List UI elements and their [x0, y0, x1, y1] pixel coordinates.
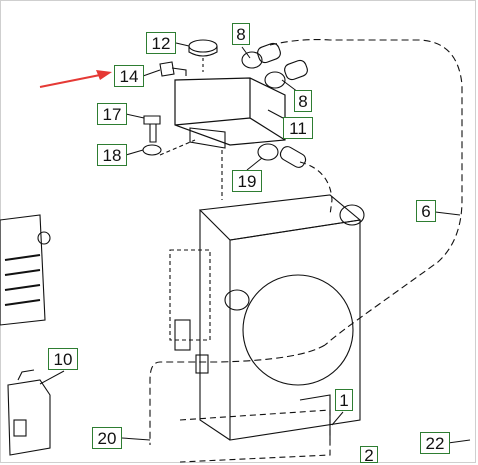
callout-18: 18 — [97, 144, 127, 166]
radiator-inlet — [339, 204, 365, 226]
callout-1: 1 — [335, 389, 353, 411]
radiator-top — [198, 194, 362, 241]
callout-14: 14 — [114, 65, 144, 87]
dashed-hose-return — [299, 161, 333, 216]
hose-piece-3 — [279, 146, 307, 168]
callout-2: 2 — [360, 446, 378, 463]
radiator-body — [229, 219, 361, 441]
dashed-hose-lower — [149, 344, 326, 445]
highlight-arrow — [39, 70, 112, 88]
side-radiator-part — [0, 214, 46, 326]
reservoir-bracket — [189, 127, 226, 149]
coolant-can — [7, 369, 51, 456]
fitting-part — [159, 61, 175, 77]
hose-clamp-2 — [264, 71, 286, 89]
callout-20: 20 — [92, 427, 122, 449]
hose-clamp-1 — [241, 51, 263, 69]
washer-part — [142, 144, 162, 156]
radiator-outlet — [224, 289, 250, 311]
bolt-part — [143, 115, 161, 143]
reservoir-tank — [174, 77, 286, 146]
callout-11: 11 — [283, 117, 313, 139]
callout-12: 12 — [146, 32, 176, 54]
callout-17: 17 — [97, 103, 127, 125]
fan-shroud — [242, 274, 354, 386]
hose-piece-2 — [284, 59, 308, 81]
hose-piece-1 — [257, 42, 281, 64]
callout-19: 19 — [232, 170, 262, 192]
callout-8-top: 8 — [232, 23, 250, 45]
tank-cap — [188, 39, 218, 53]
callout-6: 6 — [416, 200, 436, 222]
callout-10: 10 — [48, 348, 78, 370]
dashed-hose-loop — [269, 39, 463, 346]
callout-22: 22 — [420, 432, 450, 454]
callout-8-right: 8 — [294, 90, 312, 112]
hose-clamp-3 — [257, 143, 279, 161]
